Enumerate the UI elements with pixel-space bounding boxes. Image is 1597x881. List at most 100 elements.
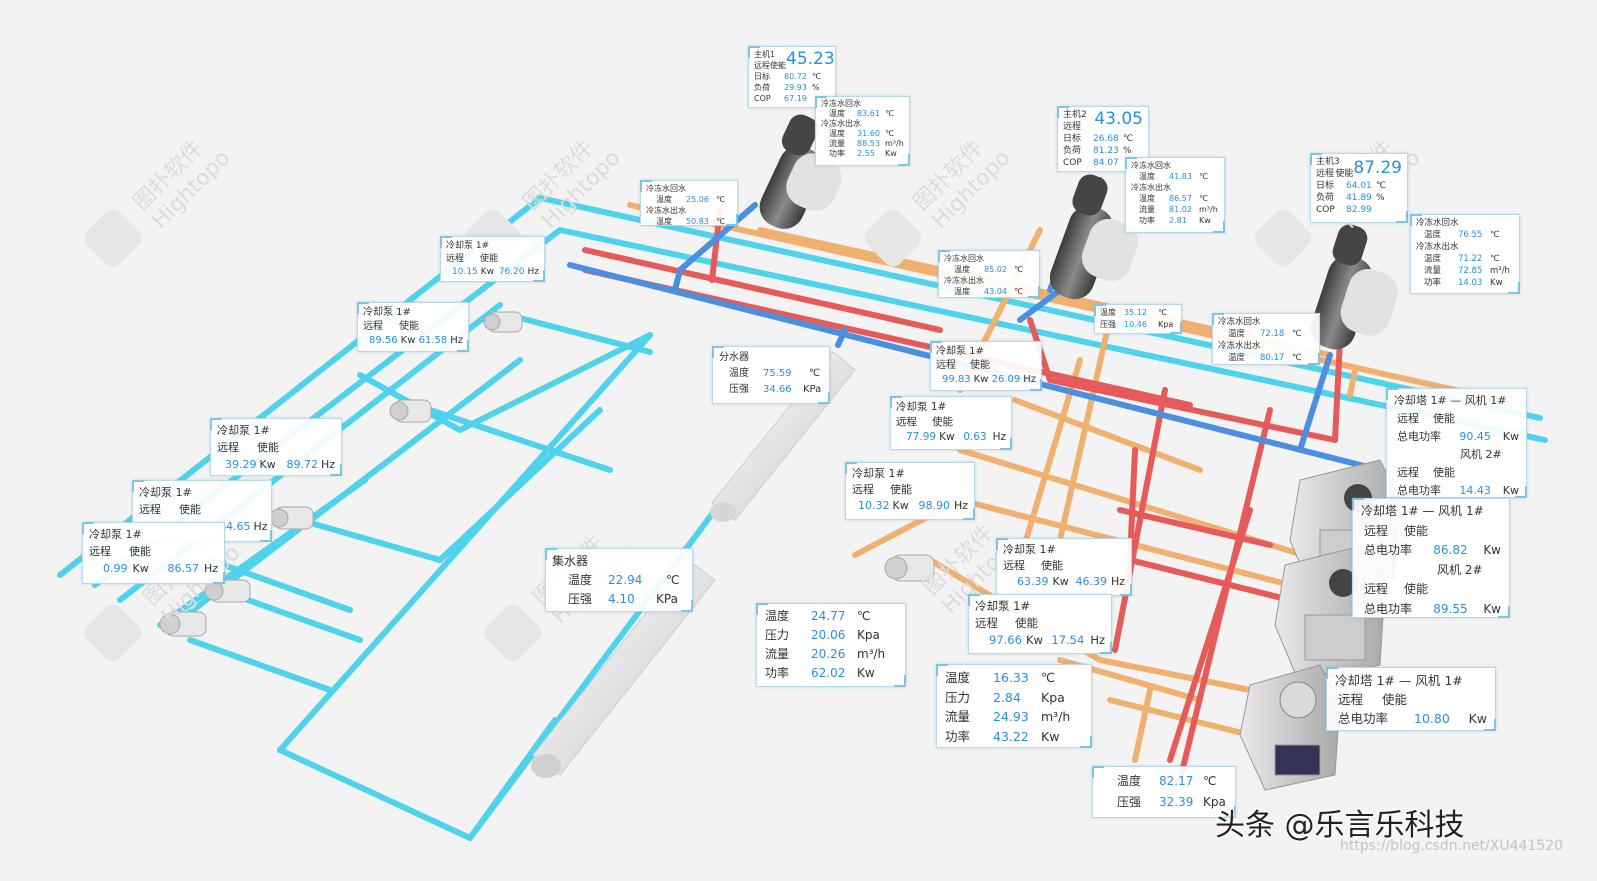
pump-enable: 使能 (399, 321, 419, 332)
power-value: 0.99 (103, 562, 128, 575)
flow-label: 流量 (765, 647, 790, 661)
unit: ℃ (1490, 254, 1500, 264)
unit: ℃ (885, 109, 894, 118)
press-value: 34.66 (763, 384, 792, 395)
return-title: 冷冻水回水 (1218, 317, 1261, 327)
freq-value: 46.39 (1075, 575, 1107, 588)
pump-title: 冷却泵 1# (852, 467, 905, 480)
unit: Hz (203, 562, 218, 575)
pump-enable: 使能 (890, 483, 912, 496)
power-value: 10.80 (1414, 711, 1450, 726)
freq-value: 89.72 (286, 458, 318, 471)
unit: Kpa (1158, 320, 1174, 329)
power-value: 2.55 (857, 149, 875, 158)
cop-value: 84.07 (1093, 158, 1119, 168)
temp-label: 温度 (729, 368, 749, 379)
temp-value: 43.04 (984, 287, 1007, 296)
cop-label: COP (1063, 158, 1082, 168)
pump-title: 冷却泵 1# (936, 346, 984, 357)
temp-value: 16.33 (993, 670, 1029, 685)
temp-label: 温度 (1424, 254, 1442, 264)
pump-mode: 远程 (852, 483, 874, 496)
tower-mode: 远程 (1397, 466, 1419, 479)
temp-value: 25.06 (686, 195, 709, 204)
unit: ℃ (1158, 308, 1167, 317)
temp-value: 71.22 (1458, 254, 1483, 264)
unit: m³/h (857, 647, 886, 661)
chiller-name: 主机3 (1316, 157, 1340, 167)
unit: m³/h (1490, 266, 1510, 276)
power-value: 90.45 (1459, 430, 1491, 443)
unit: ℃ (1376, 181, 1387, 191)
unit: ℃ (1041, 670, 1056, 685)
power-label: 功率 (1424, 278, 1442, 288)
unit: Kw (1041, 728, 1060, 744)
flow-value: 81.02 (1169, 205, 1192, 214)
cooling-tower-3 (1239, 664, 1341, 791)
return-title: 冷冻水回水 (646, 184, 686, 193)
chiller-main-value: 43.05 (1094, 109, 1143, 129)
cop-label: COP (1316, 205, 1335, 215)
pump-title: 冷却泵 1# (446, 241, 490, 251)
pump-3 (269, 506, 314, 530)
unit: Hz (992, 431, 1006, 443)
temp-label: 温度 (1117, 774, 1142, 788)
temp-value: 41.83 (1169, 172, 1192, 181)
temp-value: 31.60 (857, 129, 880, 138)
chiller-name: 主机1 (754, 50, 776, 59)
press-label: 压强 (1100, 320, 1116, 329)
freq-value: 98.90 (918, 499, 950, 512)
power-label: 总电功率 (1338, 711, 1389, 726)
pump-title: 冷却泵 1# (896, 401, 947, 413)
pump-title: 冷却泵 1# (1003, 543, 1056, 556)
flow-label: 流量 (829, 139, 845, 148)
temp-value: 75.59 (763, 368, 792, 379)
unit: Kw (259, 458, 276, 471)
pump-mode: 远程 (139, 503, 161, 516)
unit: ℃ (1199, 172, 1208, 181)
power-value: 77.99 (906, 431, 937, 443)
unit: m³/h (1041, 709, 1071, 724)
temp-label: 温度 (1228, 329, 1246, 339)
unit: Kw (885, 149, 897, 158)
csdn-url: https://blog.csdn.net/XU441520 (1340, 838, 1564, 854)
unit: Kw (857, 666, 875, 680)
unit: KPa (656, 592, 678, 606)
power-value: 63.39 (1017, 575, 1049, 588)
power-value: 89.55 (1433, 601, 1468, 616)
unit: ℃ (812, 72, 821, 81)
temp-label: 温度 (1100, 308, 1116, 317)
unit: ℃ (1014, 287, 1023, 296)
flow-label: 流量 (1424, 266, 1442, 276)
chiller-mode: 远程 (1063, 122, 1082, 132)
power-label: 总电功率 (1397, 484, 1441, 497)
power-value: 62.02 (811, 666, 846, 680)
power-value: 2.81 (1169, 216, 1187, 225)
